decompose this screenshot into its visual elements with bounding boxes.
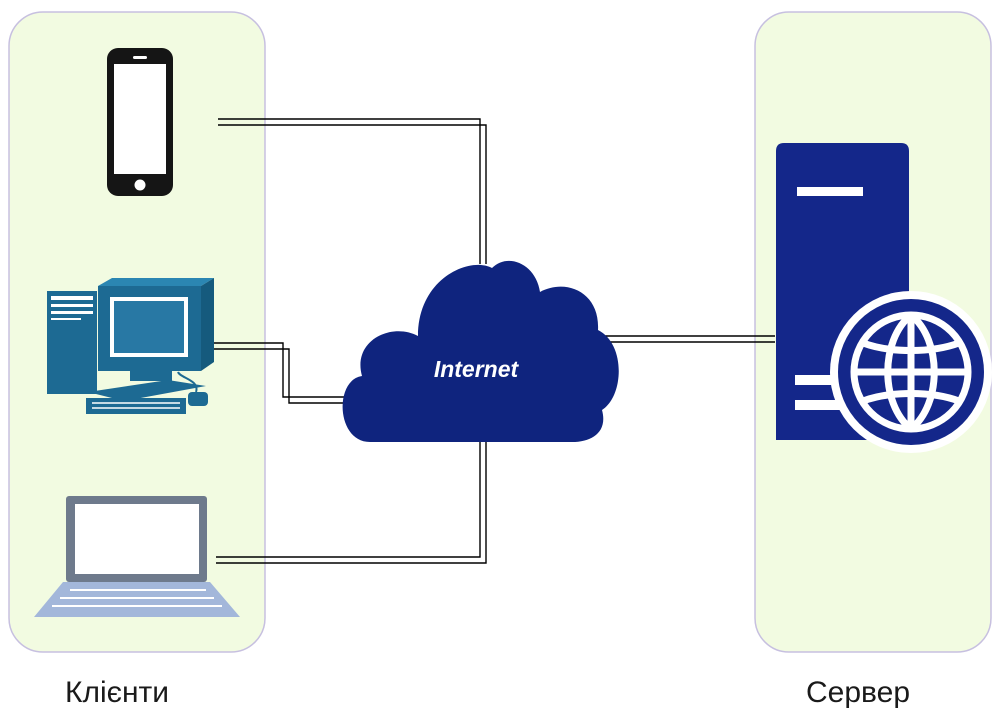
- smartphone-icon: [107, 48, 173, 196]
- phone-connection: [218, 118, 487, 264]
- clients-caption: Клієнти: [65, 676, 170, 709]
- laptop-connection: [216, 436, 487, 564]
- connections: [205, 118, 775, 564]
- cloud-label: Internet: [434, 356, 520, 382]
- laptop-icon: [34, 496, 240, 617]
- globe-icon: [830, 291, 992, 453]
- desktop-computer-icon: [47, 278, 214, 414]
- server-connection: [598, 335, 775, 343]
- cloud-icon: [342, 260, 619, 442]
- desktop-connection: [205, 342, 345, 404]
- server-caption: Сервер: [806, 676, 911, 709]
